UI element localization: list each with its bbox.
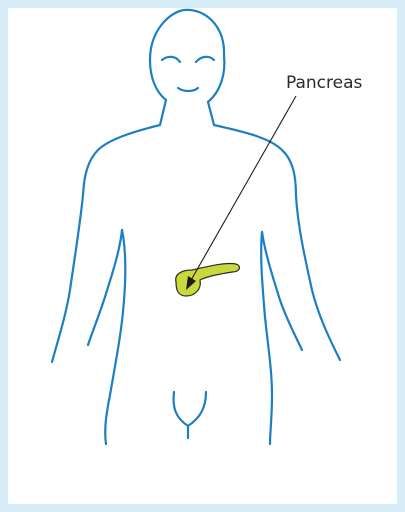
right-arm-inner-outline <box>262 232 302 350</box>
left-arm-inner-outline <box>88 230 122 345</box>
pancreas-label: Pancreas <box>286 73 363 93</box>
right-eye <box>196 57 214 62</box>
pancreas-organ <box>176 263 240 296</box>
right-torso-outline <box>261 232 272 444</box>
right-shoulder-outline <box>208 102 340 360</box>
left-eye <box>162 57 180 62</box>
groin-right-outline <box>188 392 206 426</box>
head-left-outline <box>150 60 166 100</box>
left-shoulder-outline <box>52 100 166 362</box>
head-outline <box>150 10 224 102</box>
pointer-line <box>190 96 296 282</box>
mouth <box>178 88 198 91</box>
groin-outline <box>174 392 188 438</box>
